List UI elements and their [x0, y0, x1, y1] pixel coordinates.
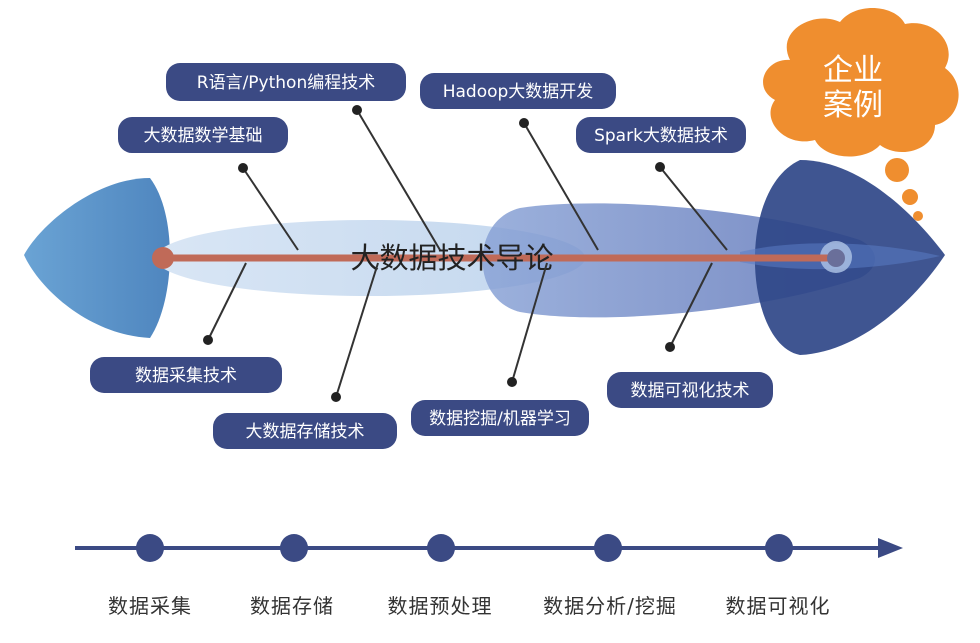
cloud-bubble-medium — [902, 189, 918, 205]
pipeline-label-4: 数据分析/挖掘 — [543, 594, 677, 618]
spine-head-node — [827, 249, 845, 267]
upper-bone-1-dot — [238, 163, 248, 173]
upper-bone-2 — [356, 109, 441, 251]
upper-bone-2-dot — [352, 105, 362, 115]
spine-tail-node — [152, 247, 174, 269]
svg-text:Spark大数据技术: Spark大数据技术 — [594, 126, 728, 146]
lower-bone-2-dot — [331, 392, 341, 402]
svg-text:企业: 企业 — [823, 53, 883, 88]
upper-topic-4: Spark大数据技术 — [576, 117, 746, 153]
lower-bone-4 — [669, 262, 713, 348]
upper-bone-3 — [523, 122, 599, 251]
pipeline-label-3: 数据预处理 — [388, 594, 493, 618]
pipeline-node-4 — [594, 534, 622, 562]
pipeline-node-2 — [280, 534, 308, 562]
upper-bone-3-dot — [519, 118, 529, 128]
upper-topic-3: Hadoop大数据开发 — [420, 73, 616, 109]
pipeline-label-5: 数据可视化 — [726, 594, 831, 618]
svg-text:数据可视化技术: 数据可视化技术 — [631, 381, 750, 401]
lower-topic-1: 数据采集技术 — [90, 357, 282, 393]
pipeline-node-5 — [765, 534, 793, 562]
lower-bone-1-dot — [203, 335, 213, 345]
upper-bone-1 — [242, 167, 299, 251]
lower-topic-2: 大数据存储技术 — [213, 413, 397, 449]
enterprise-case-cloud: 企业 案例 — [763, 7, 959, 157]
svg-text:大数据存储技术: 大数据存储技术 — [246, 422, 365, 442]
svg-text:数据挖掘/机器学习: 数据挖掘/机器学习 — [429, 409, 571, 429]
fish-tail — [24, 178, 170, 338]
upper-topic-2: R语言/Python编程技术 — [166, 63, 406, 101]
svg-text:Hadoop大数据开发: Hadoop大数据开发 — [443, 82, 594, 102]
upper-bone-4-dot — [655, 162, 665, 172]
pipeline-node-1 — [136, 534, 164, 562]
lower-topic-4: 数据可视化技术 — [607, 372, 773, 408]
upper-topic-1: 大数据数学基础 — [118, 117, 288, 153]
svg-text:数据采集技术: 数据采集技术 — [135, 366, 237, 386]
svg-text:案例: 案例 — [823, 88, 883, 123]
lower-bone-4-dot — [665, 342, 675, 352]
center-title: 大数据技术导论 — [350, 241, 553, 275]
pipeline-label-2: 数据存储 — [250, 594, 334, 618]
lower-bone-1 — [207, 262, 247, 341]
upper-bone-4 — [659, 166, 728, 251]
cloud-bubble-small — [913, 211, 923, 221]
svg-text:R语言/Python编程技术: R语言/Python编程技术 — [197, 73, 375, 93]
lower-bone-2 — [335, 262, 379, 398]
lower-topic-3: 数据挖掘/机器学习 — [411, 400, 589, 436]
pipeline-arrow-head — [878, 538, 903, 558]
lower-bone-3 — [511, 262, 548, 383]
pipeline-label-1: 数据采集 — [108, 594, 192, 618]
lower-bone-3-dot — [507, 377, 517, 387]
cloud-bubble-large — [885, 158, 909, 182]
pipeline-node-3 — [427, 534, 455, 562]
svg-text:大数据数学基础: 大数据数学基础 — [144, 126, 263, 146]
